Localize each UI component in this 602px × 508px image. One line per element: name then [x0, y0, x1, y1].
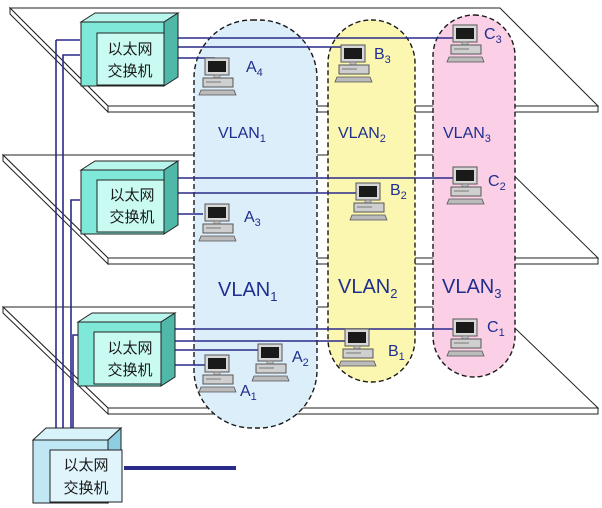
switch-bottom-label-line1: 以太网: [107, 339, 152, 357]
vlan2-region: [327, 19, 416, 383]
switch-middle-label-line2: 交换机: [109, 208, 154, 226]
switch-bottom: 以太网 交换机: [76, 312, 177, 387]
switch-top-label-line2: 交换机: [107, 62, 152, 80]
switch-middle-label-line1: 以太网: [109, 186, 154, 204]
switch-top-label-line1: 以太网: [107, 40, 152, 58]
host-label-c2: C2: [488, 173, 506, 193]
host-label-b1: B1: [388, 343, 405, 363]
switch-bottom-label-line2: 交换机: [107, 361, 152, 379]
switch-main-label-line2: 交换机: [63, 479, 108, 497]
vlan-label-top-1: VLAN1: [218, 125, 266, 145]
switch-middle: 以太网 交换机: [79, 160, 180, 235]
wires: [55, 37, 460, 470]
vlan-label-middle-1: VLAN1: [218, 279, 277, 304]
host-label-c1: C1: [487, 319, 505, 339]
host-label-b2: B2: [390, 182, 407, 202]
host-label-a4: A4: [246, 59, 263, 79]
switch-top: 以太网 交换机: [79, 12, 180, 87]
host-label-b3: B3: [374, 46, 391, 66]
vlan-label-middle-3: VLAN3: [442, 276, 501, 301]
host-label-a1: A1: [240, 383, 257, 403]
host-label-a3: A3: [244, 209, 261, 229]
switch-main-label-line1: 以太网: [63, 456, 108, 474]
host-label-c3: C3: [484, 26, 502, 46]
vlan-label-middle-2: VLAN2: [338, 276, 397, 301]
vlan-label-top-2: VLAN2: [338, 125, 386, 145]
vlan-label-top-3: VLAN3: [443, 125, 491, 145]
switch-main: 以太网 交换机: [31, 426, 123, 505]
vlan1-region: [193, 19, 318, 429]
host-label-a2: A2: [292, 349, 309, 369]
